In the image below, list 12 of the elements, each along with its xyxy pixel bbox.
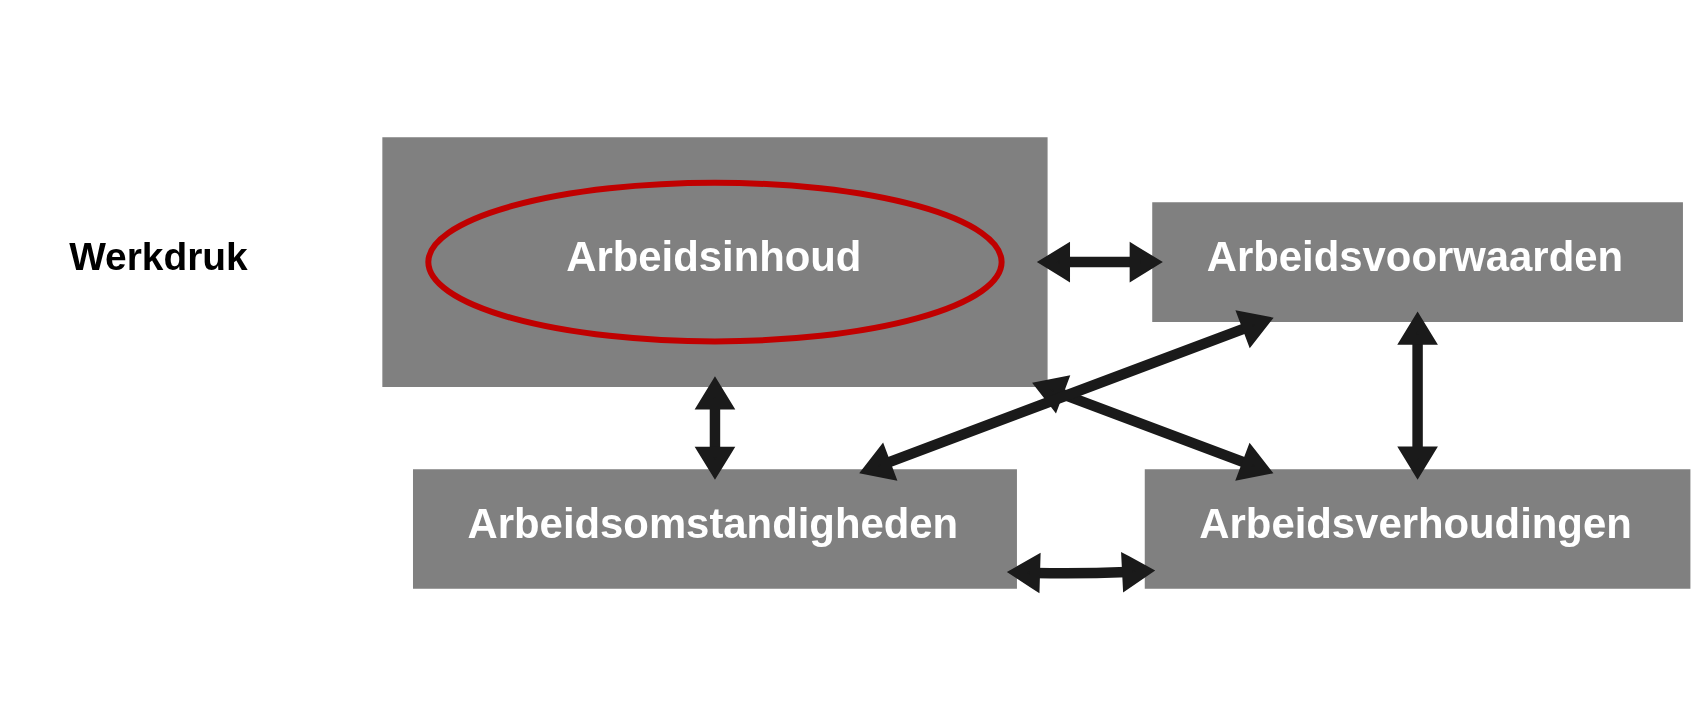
node-box: Arbeidsomstandigheden [413,468,1017,589]
arrow [859,309,1274,481]
arrow [1397,310,1438,480]
arrow [1006,551,1156,593]
arrow [694,375,736,480]
node-box: Arbeidsvoorwaarden [1152,201,1683,322]
cluster [382,136,1048,387]
arrow [1032,374,1274,481]
node-ellipse: Arbeidsinhoud [425,179,1005,344]
node-box: Arbeidsverhoudingen [1144,468,1691,589]
label: Werkdruk [69,234,248,278]
arrow [1036,241,1163,282]
